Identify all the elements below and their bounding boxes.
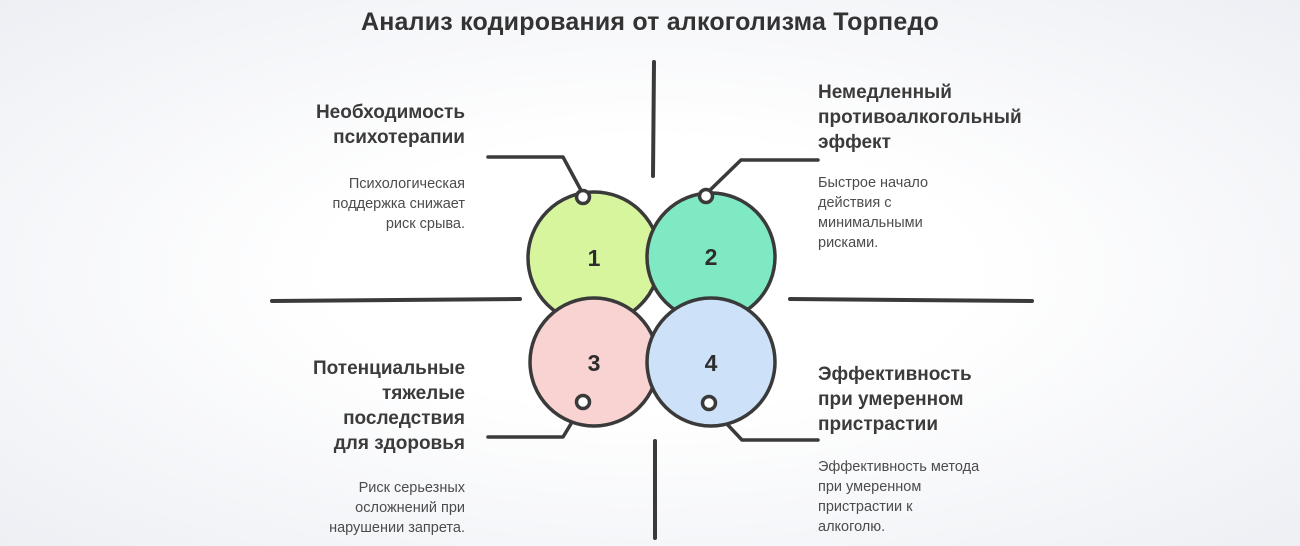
circle-number-4: 4	[705, 350, 718, 376]
quadrant-top-right: Немедленный противоалкогольный эффект Бы…	[818, 80, 1068, 253]
connector-dot-2	[697, 187, 715, 205]
circle-number-1: 1	[588, 245, 601, 271]
quadrant-top-right-description: Быстрое начало действия с минимальными р…	[818, 175, 929, 252]
quadrant-top-left: Необходимость психотерапии Психологическ…	[235, 100, 465, 234]
axis-horizontal-left	[270, 297, 522, 303]
quadrant-top-left-description: Психологическая поддержка снижает риск с…	[332, 176, 465, 233]
circle-number-2: 2	[705, 244, 718, 270]
quadrant-bottom-left-heading: Потенциальные тяжелые последствия для зд…	[313, 358, 466, 455]
page-title: Анализ кодирования от алкоголизма Торпед…	[361, 8, 939, 36]
quadrant-bottom-right-heading: Эффективность при умеренном пристрастии	[818, 364, 972, 436]
quadrant-bottom-left: Потенциальные тяжелые последствия для зд…	[280, 356, 465, 538]
axis-horizontal-right	[788, 297, 1034, 303]
connector-dot-3	[574, 393, 592, 411]
quadrant-bottom-right-description: Эффективность метода при умеренном прист…	[818, 459, 980, 536]
connector-dot-1	[574, 188, 592, 206]
circle-number-3: 3	[588, 350, 601, 376]
quadrant-top-left-heading: Необходимость психотерапии	[315, 102, 465, 149]
quadrant-bottom-left-description: Риск серьезных осложнений при нарушении …	[329, 480, 465, 537]
quadrant-top-right-heading: Немедленный противоалкогольный эффект	[818, 82, 1022, 154]
quadrant-bottom-right: Эффективность при умеренном пристрастии …	[818, 362, 1003, 537]
circle-4	[645, 296, 777, 428]
connector-top-left	[486, 155, 585, 196]
connector-top-right	[705, 158, 820, 195]
axis-vertical-top	[651, 60, 656, 178]
connector-dot-4	[700, 394, 718, 412]
